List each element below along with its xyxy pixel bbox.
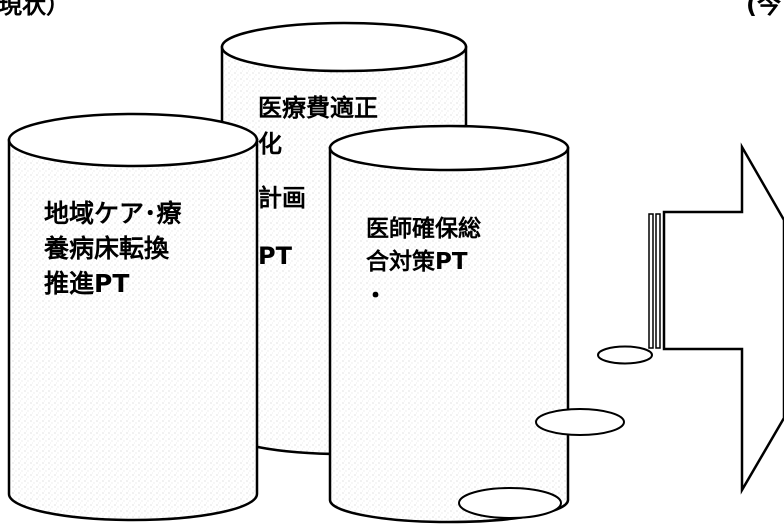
cylinder-left [7,112,259,522]
arrow-stripe-1 [648,213,654,349]
cylinder-front-label-line-1: 医師確保総 [366,216,481,242]
cylinder-back-top [220,21,468,73]
cylinder-left-label-line-1: 地域ケア･療 [44,199,182,228]
cylinder-front-body [328,146,570,524]
right-arrow-icon [648,142,784,495]
ellipse-shape-bottom [458,487,562,519]
header-left-fragment: 現状） [0,0,70,19]
cylinder-left-label-line-2: 養病床転換 [44,234,170,263]
cylinder-front-label-line-2: 合対策PT [366,249,468,275]
arrow-body [662,142,784,495]
ellipse-shape-middle [535,408,625,436]
ellipse-shape-small [597,345,653,365]
cylinder-back-label-line-3: 計画 [258,184,306,212]
cylinder-back-label-line-4: PT [258,242,292,270]
cylinder-front-bullet: ・ [364,283,387,309]
cylinder-back-label-line-2: 化 [258,130,282,158]
cylinder-front [328,124,570,524]
cylinder-front-top [328,124,570,172]
cylinder-left-label-line-3: 推進PT [44,269,130,298]
arrow-stripe-2 [655,213,661,349]
cylinder-back-label-line-1: 医療費適正 [258,94,378,122]
cylinder-left-body [7,138,259,522]
header-right-fragment: (今 [746,0,781,19]
cylinder-left-top [7,112,259,168]
